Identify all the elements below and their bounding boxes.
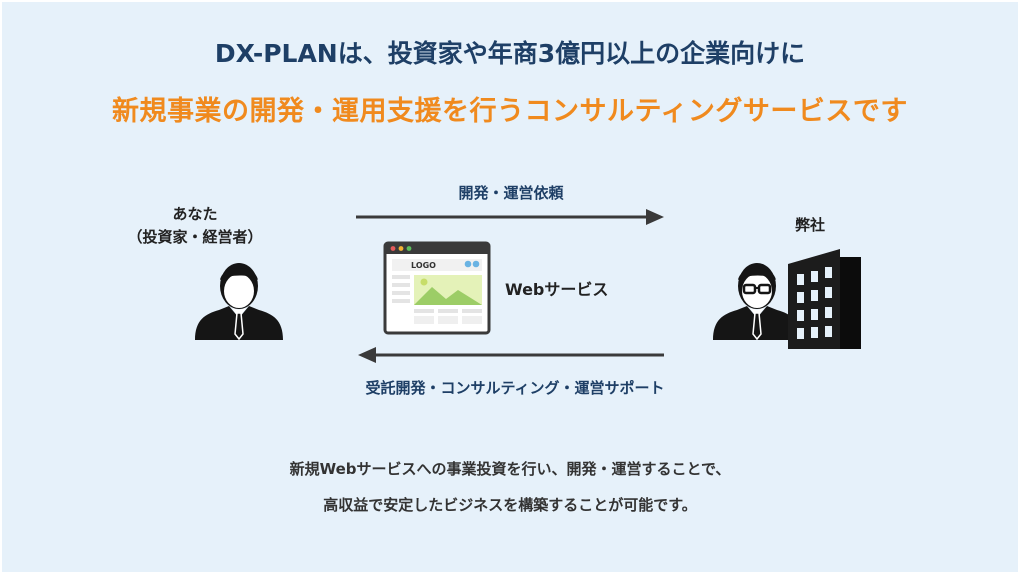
footer-line-1: 新規Webサービスへの事業投資を行い、開発・運営することで、	[289, 460, 731, 478]
service-arrow	[358, 347, 664, 363]
office-building-icon	[788, 249, 861, 349]
investor-label: あなた	[172, 205, 218, 223]
company-person-icon	[713, 263, 801, 341]
investor-role-label: （投資家・経営者）	[127, 228, 263, 246]
browser-window-icon: LOGO	[383, 241, 491, 335]
investor-person-icon	[195, 263, 283, 341]
web-service-label: Webサービス	[505, 280, 609, 299]
request-arrow	[356, 209, 664, 225]
company-label: 弊社	[794, 216, 825, 234]
headline-line-1: DX-PLANは、投資家や年商3億円以上の企業向けに	[214, 39, 806, 68]
headline-line-2: 新規事業の開発・運用支援を行うコンサルティングサービスです	[112, 96, 908, 127]
request-flow-label: 開発・運営依頼	[458, 184, 564, 202]
service-flow-label: 受託開発・コンサルティング・運営サポート	[365, 379, 665, 397]
footer-line-2: 高収益で安定したビジネスを構築することが可能です。	[323, 496, 697, 514]
browser-logo-text: LOGO	[411, 261, 436, 270]
